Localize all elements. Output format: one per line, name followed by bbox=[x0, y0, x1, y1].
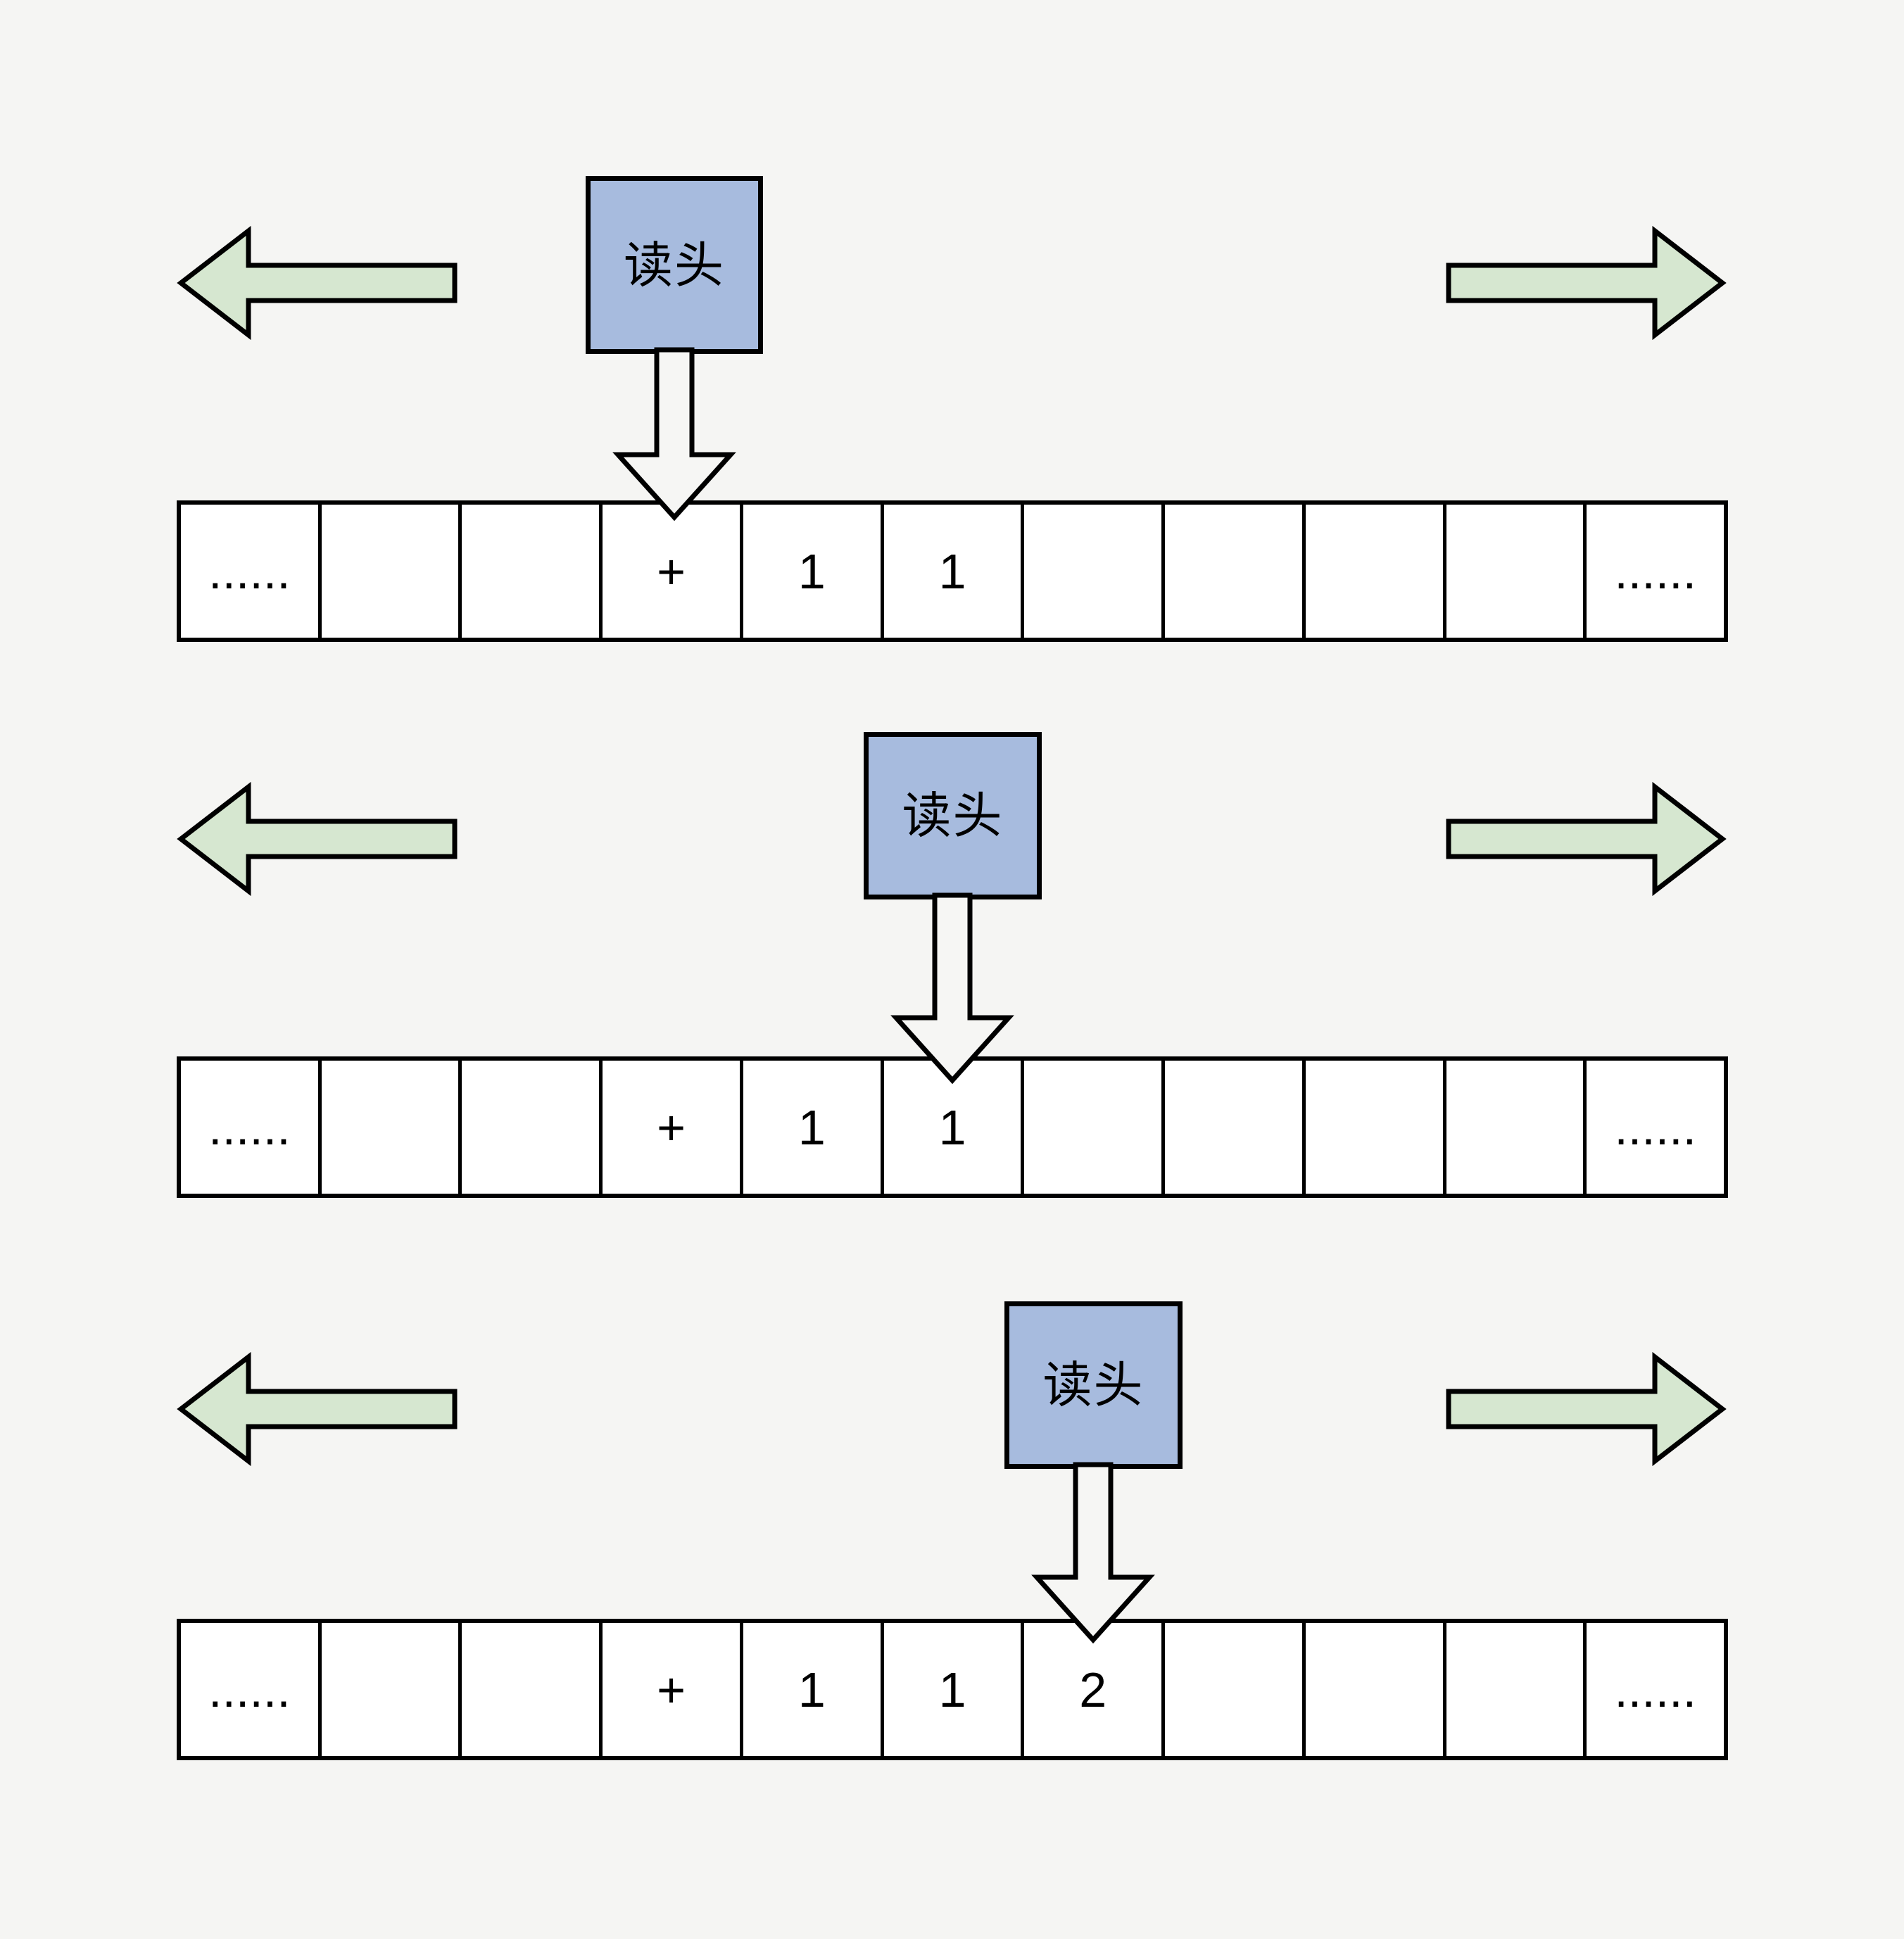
tape-cell bbox=[1165, 505, 1306, 638]
tape-cell bbox=[1446, 1623, 1587, 1756]
tape-cell: ...... bbox=[1587, 1061, 1725, 1194]
tape-cell bbox=[1165, 1061, 1306, 1194]
left-arrow-icon bbox=[177, 225, 458, 341]
tape-cell bbox=[321, 1623, 462, 1756]
read-head-label: 读头 bbox=[902, 788, 1004, 843]
tape-cell: 1 bbox=[743, 505, 884, 638]
tape-cell bbox=[1305, 505, 1446, 638]
pointer-arrow-icon bbox=[890, 892, 1014, 1085]
tape-cell: ...... bbox=[181, 1061, 322, 1194]
tape-cell: 2 bbox=[1024, 1623, 1166, 1756]
tape-cell: ...... bbox=[1587, 1623, 1725, 1756]
left-arrow-icon bbox=[177, 1351, 458, 1467]
tape-row: ...... + 1 1 ...... bbox=[177, 500, 1728, 642]
tape-cell: ...... bbox=[1587, 505, 1725, 638]
tape-cell: 1 bbox=[883, 505, 1025, 638]
read-head-box: 读头 bbox=[1004, 1301, 1183, 1469]
tape-cell: + bbox=[603, 1623, 743, 1756]
read-head-box: 读头 bbox=[586, 176, 763, 354]
tape-cell bbox=[1024, 1061, 1166, 1194]
left-arrow-icon bbox=[177, 781, 458, 897]
tape-row: ...... + 1 1 ...... bbox=[177, 1056, 1728, 1198]
tape-cell bbox=[321, 1061, 462, 1194]
right-arrow-icon bbox=[1445, 1351, 1727, 1467]
tape-cell: 1 bbox=[883, 1623, 1025, 1756]
tape-cell: ...... bbox=[181, 505, 322, 638]
tape-cell: ...... bbox=[181, 1623, 322, 1756]
tape-cell: + bbox=[603, 1061, 743, 1194]
tape-cell bbox=[1446, 505, 1587, 638]
tape-cell bbox=[462, 1061, 603, 1194]
tape-cell bbox=[1024, 505, 1166, 638]
tape-cell bbox=[1305, 1623, 1446, 1756]
tape-cell bbox=[462, 1623, 603, 1756]
tape-cell: + bbox=[603, 505, 743, 638]
read-head-label: 读头 bbox=[1042, 1358, 1145, 1413]
tape-cell bbox=[1305, 1061, 1446, 1194]
read-head-box: 读头 bbox=[864, 732, 1042, 899]
right-arrow-icon bbox=[1445, 781, 1727, 897]
tape-row: ...... + 1 1 2 ...... bbox=[177, 1619, 1728, 1760]
tape-cell bbox=[462, 505, 603, 638]
tape-cell: 1 bbox=[743, 1061, 884, 1194]
read-head-label: 读头 bbox=[624, 237, 725, 293]
tape-cell: 1 bbox=[883, 1061, 1025, 1194]
tape-cell: 1 bbox=[743, 1623, 884, 1756]
tape-cell bbox=[321, 505, 462, 638]
tape-cell bbox=[1446, 1061, 1587, 1194]
right-arrow-icon bbox=[1445, 225, 1727, 341]
pointer-arrow-icon bbox=[1031, 1462, 1155, 1644]
tape-cell bbox=[1165, 1623, 1306, 1756]
pointer-arrow-icon bbox=[612, 347, 736, 522]
